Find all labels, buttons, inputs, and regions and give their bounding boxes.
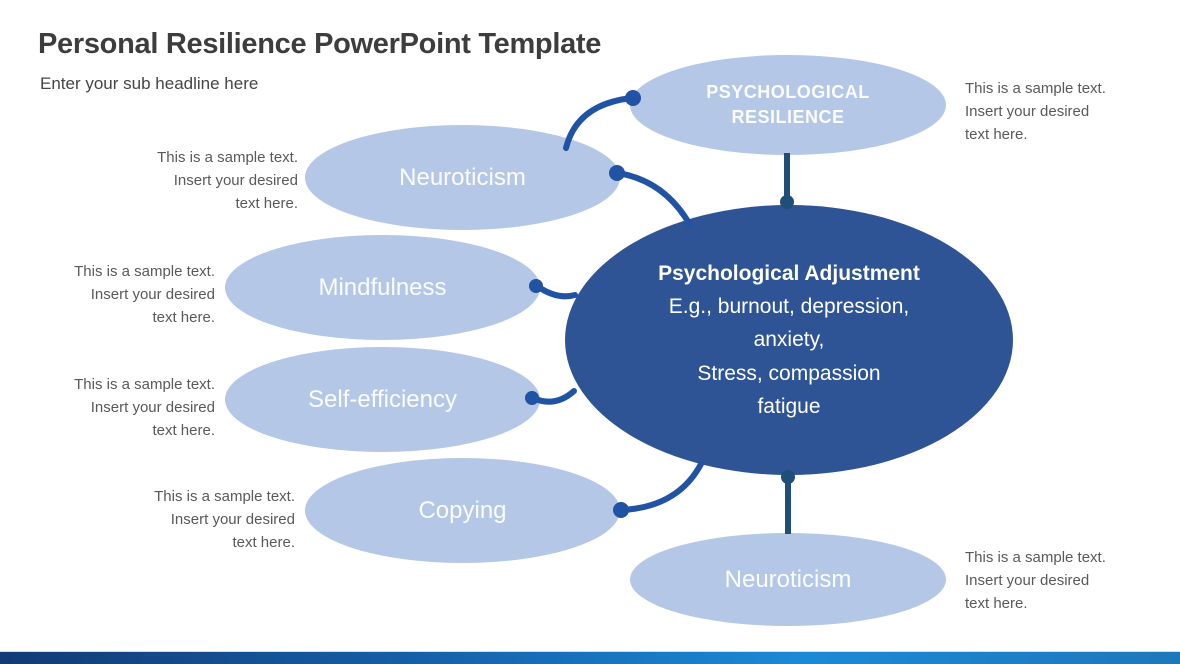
node-psychological-resilience: PSYCHOLOGICAL RESILIENCE <box>630 55 946 155</box>
sample-text-neuroticism-top: This is a sample text. Insert your desir… <box>157 149 298 212</box>
node-label: Copying <box>418 496 507 524</box>
center-node-text: Psychological Adjustment E.g., burnout, … <box>594 257 984 423</box>
node-label: Self-efficiency <box>308 385 457 413</box>
node-self-efficiency: Self-efficiency <box>225 347 540 452</box>
node-label: Neuroticism <box>399 163 526 191</box>
center-node-line: Stress, compassion <box>697 361 881 385</box>
center-node-line: fatigue <box>757 394 821 418</box>
node-label: Neuroticism <box>724 565 852 593</box>
sample-text-self-efficiency: This is a sample text. Insert your desir… <box>74 376 215 439</box>
sample-text-copying: This is a sample text. Insert your desir… <box>154 488 295 551</box>
page-subtitle: Enter your sub headline here <box>40 74 259 93</box>
sample-text-psychological-resilience: This is a sample text. Insert your desir… <box>965 80 1106 143</box>
node-mindfulness: Mindfulness <box>225 235 540 340</box>
page-title: Personal Resilience PowerPoint Template <box>38 28 602 60</box>
node-label: Mindfulness <box>318 273 447 301</box>
center-node-line: anxiety, <box>753 328 825 352</box>
slide-footer-bar <box>0 651 1180 664</box>
center-node-title: Psychological Adjustment <box>658 262 920 286</box>
node-neuroticism-bottom: Neuroticism <box>630 533 946 626</box>
sample-text-neuroticism-bottom: This is a sample text. Insert your desir… <box>965 549 1106 612</box>
sample-text-mindfulness: This is a sample text. Insert your desir… <box>74 263 215 326</box>
node-copying: Copying <box>305 458 620 563</box>
node-neuroticism-top: Neuroticism <box>305 125 620 230</box>
node-psychological-adjustment: Psychological Adjustment E.g., burnout, … <box>565 205 1013 475</box>
node-label: PSYCHOLOGICAL RESILIENCE <box>706 81 870 127</box>
center-node-line: E.g., burnout, depression, <box>668 295 910 319</box>
